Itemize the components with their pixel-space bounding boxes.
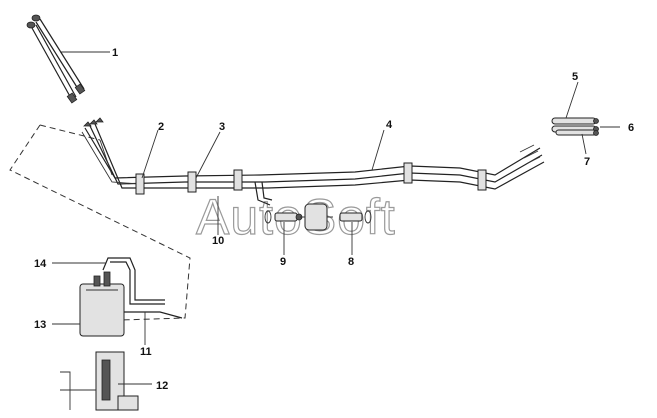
- callout-6: 6: [628, 122, 634, 134]
- callout-4: 4: [386, 119, 393, 131]
- main-pipe-bundle: [81, 117, 545, 190]
- part-8-fitting: [339, 210, 372, 224]
- leader-lines: [52, 51, 620, 385]
- callout-1: 1: [112, 47, 118, 59]
- fuel-filter: [300, 203, 333, 231]
- bundle-clips: [135, 162, 487, 195]
- callout-10: 10: [212, 235, 224, 247]
- callout-14: 14: [34, 258, 47, 270]
- callout-8: 8: [348, 256, 354, 268]
- dashed-outline: [9, 124, 191, 321]
- callout-13: 13: [34, 319, 46, 331]
- callout-9: 9: [280, 256, 286, 268]
- callout-12: 12: [156, 380, 168, 392]
- callout-2: 2: [158, 121, 164, 133]
- part-9-fitting: [264, 210, 303, 224]
- callout-numbers: 1 2 3 4 5 6 7 8 9 10 11 12 13 14: [34, 47, 634, 392]
- callout-7: 7: [584, 156, 590, 168]
- callout-3: 3: [219, 121, 225, 133]
- part-13-canister: [79, 271, 125, 337]
- part-12-bracket: [60, 351, 139, 411]
- parts-5-6-7-short-pipes: [551, 117, 599, 136]
- part-1-pipe-pair: [26, 14, 86, 104]
- callout-5: 5: [572, 71, 578, 83]
- part-10-pipe-loop: [254, 181, 273, 206]
- callout-11: 11: [140, 346, 152, 358]
- part-14-hose: [102, 257, 165, 305]
- part-11-hose: [124, 311, 183, 319]
